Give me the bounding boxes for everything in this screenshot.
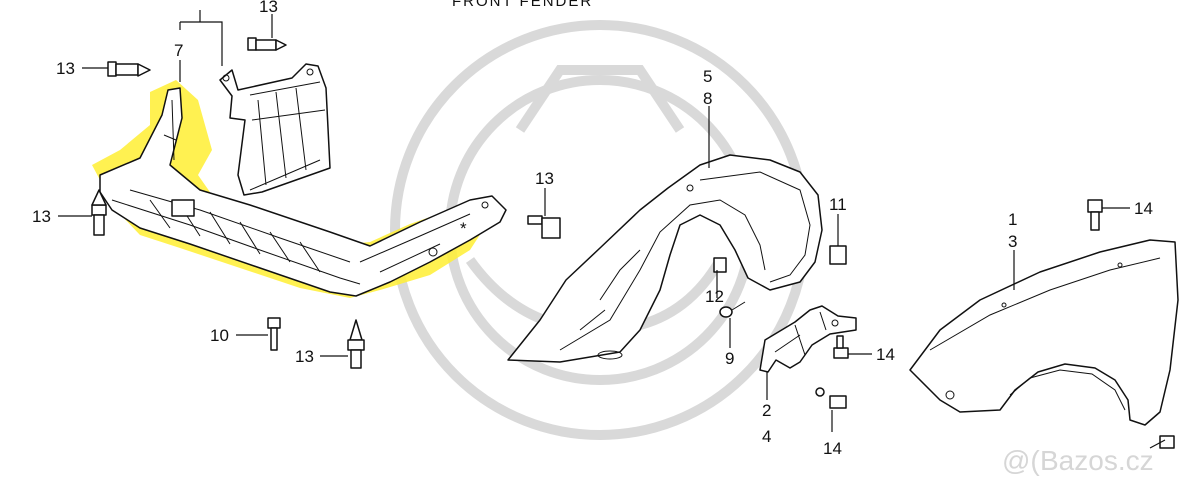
under-cover-part: * (92, 80, 507, 298)
callout-3: 3 (1008, 232, 1017, 251)
callout-5: 5 (703, 67, 712, 86)
watermark-text: Bazos.cz (1040, 445, 1154, 476)
bracket-part (759, 305, 857, 373)
diagram-title: FRONT FENDER (452, 0, 593, 10)
fasteners (91, 37, 1175, 449)
inner-fender-part (507, 154, 823, 363)
splash-shield-part (219, 63, 331, 196)
callout-10: 10 (210, 326, 229, 345)
callout-4: 4 (762, 427, 771, 446)
callout-11: 11 (829, 195, 847, 214)
callout-12: 12 (705, 287, 724, 306)
callout-1: 1 (1008, 210, 1017, 229)
callout-13-center: 13 (535, 169, 554, 188)
callout-14-bottom: 14 (823, 439, 842, 458)
watermark-at-icon: @( (1002, 445, 1040, 476)
leader-lines (58, 10, 1166, 449)
callout-9: 9 (725, 349, 734, 368)
callout-13-left: 13 (56, 59, 75, 78)
callout-7: 7 (174, 41, 183, 60)
callout-14-top: 14 (1134, 199, 1153, 218)
front-fender-part (909, 239, 1179, 426)
callout-labels: 13 7 13 13 10 13 13 5 8 12 9 11 2 4 14 1… (32, 0, 1153, 458)
star-marker: * (460, 219, 467, 238)
callout-13-midleft: 13 (32, 207, 51, 226)
callout-2: 2 (762, 401, 771, 420)
callout-14-mid: 14 (876, 345, 895, 364)
callout-13-bottom: 13 (295, 347, 314, 366)
callout-13-top: 13 (259, 0, 278, 16)
callout-8: 8 (703, 89, 712, 108)
